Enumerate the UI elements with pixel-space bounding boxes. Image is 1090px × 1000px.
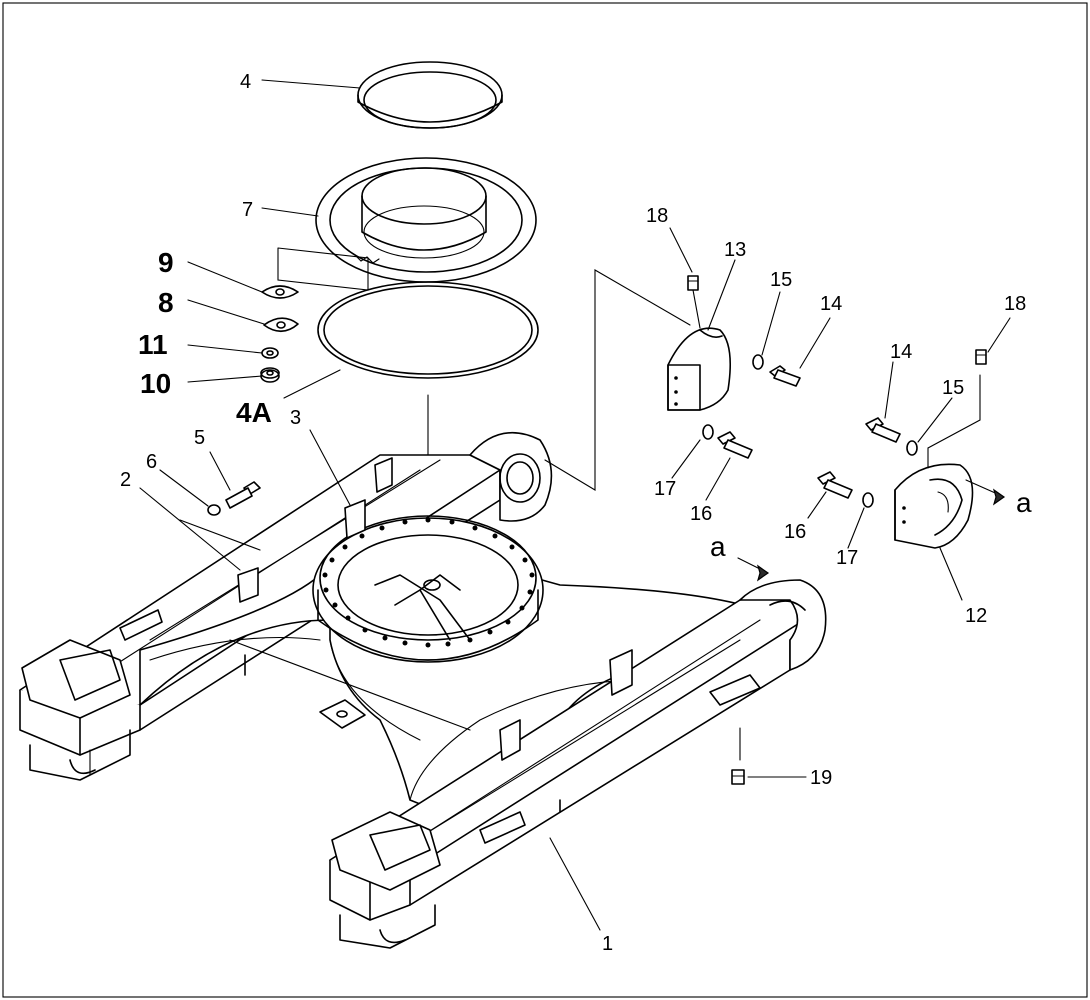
- part-6-washer: [207, 504, 221, 516]
- part-17-washer-upper: [702, 424, 714, 440]
- callout-15-upper: 15: [770, 269, 792, 291]
- part-13-cover: [667, 327, 732, 411]
- callout-2: 2: [120, 469, 131, 491]
- callout-4: 4: [240, 71, 251, 93]
- callout-14-lower: 14: [890, 341, 912, 363]
- callout-10: 10: [140, 368, 171, 399]
- part-14-bolt-upper: [769, 365, 801, 387]
- part-4a-o-ring: [317, 281, 539, 379]
- part-8-plate: [263, 317, 299, 333]
- part-16-bolt-lower: [817, 471, 853, 499]
- callout-labels: 4 7 9 8 11 10 4A 3 5 6 2 1 19 12 13 18 1…: [120, 71, 1032, 955]
- callout-11: 11: [138, 329, 168, 360]
- part-18-plug-lower: [975, 349, 987, 365]
- callout-7: 7: [242, 199, 253, 221]
- part-10-nut: [260, 367, 280, 383]
- view-a-arrow-left: [756, 564, 770, 582]
- callout-19: 19: [810, 767, 832, 789]
- callout-6: 6: [146, 451, 157, 473]
- callout-16-upper: 16: [690, 503, 712, 525]
- cover-12-leader-line: [927, 374, 981, 469]
- callout-17-upper: 17: [654, 478, 676, 500]
- callout-9: 9: [158, 247, 174, 278]
- callout-13: 13: [724, 239, 746, 261]
- part-17-washer-lower: [862, 492, 874, 508]
- callout-17-lower: 17: [836, 547, 858, 569]
- callout-15-lower: 15: [942, 377, 964, 399]
- part-14-bolt-lower: [865, 417, 901, 443]
- part-1-track-frame: [19, 432, 827, 949]
- callout-8: 8: [158, 287, 174, 318]
- grease-fitting-bracket-line: [277, 247, 369, 291]
- callout-18-lower: 18: [1004, 293, 1026, 315]
- callout-3: 3: [290, 407, 301, 429]
- leader-lines: [139, 79, 1011, 931]
- callout-14-upper: 14: [820, 293, 842, 315]
- part-16-bolt-upper: [717, 431, 753, 459]
- part-7-seal-plate: [315, 157, 537, 283]
- part-9-gasket: [261, 285, 299, 299]
- part-19-plug: [731, 769, 745, 785]
- part-18-plug-upper: [687, 275, 701, 329]
- part-5-bolt: [225, 481, 261, 509]
- callout-16-lower: 16: [784, 521, 806, 543]
- part-12-cover: [894, 463, 974, 549]
- swing-circle-bolt-holes: [322, 517, 535, 648]
- part-15-washer-upper: [752, 354, 764, 370]
- callout-18-upper: 18: [646, 205, 668, 227]
- callout-12: 12: [965, 605, 987, 627]
- callout-5: 5: [194, 427, 205, 449]
- view-a-arrow-right: [992, 488, 1006, 506]
- cover-13-leader-line: [544, 269, 691, 491]
- callout-1: 1: [602, 933, 613, 955]
- part-15-washer-lower: [906, 440, 918, 456]
- view-marker-a-right: a: [1016, 487, 1032, 518]
- part-11-washer: [261, 347, 279, 359]
- part-4-seal-ring: [357, 61, 503, 129]
- callout-4a: 4A: [236, 397, 272, 428]
- view-marker-a-left: a: [710, 531, 726, 562]
